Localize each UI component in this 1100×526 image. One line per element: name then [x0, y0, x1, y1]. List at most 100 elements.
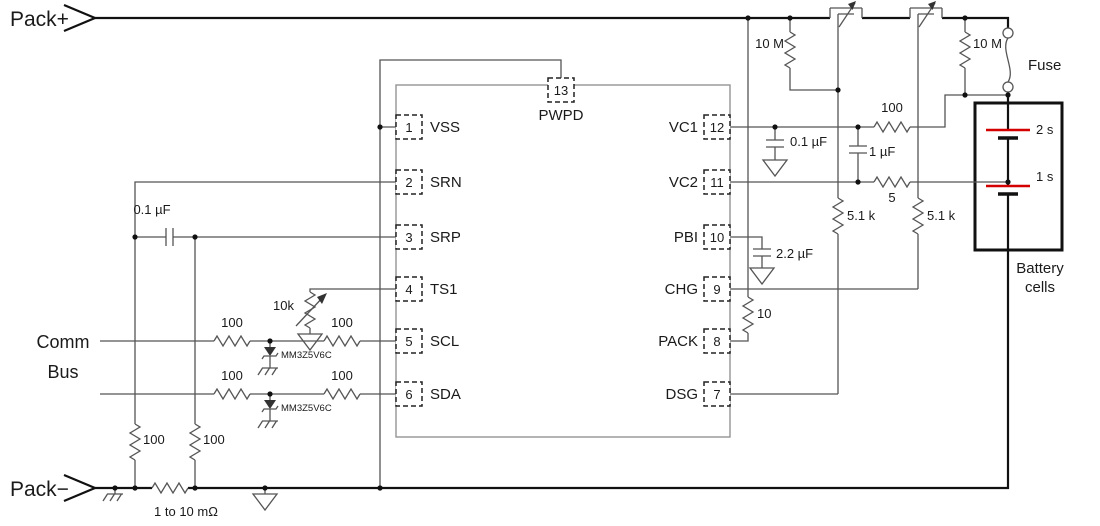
- pin-number: 13: [554, 83, 568, 98]
- wires: [100, 14, 1008, 488]
- sda-zener-ground-icon: [257, 414, 279, 429]
- pin-name: DSG: [665, 386, 698, 403]
- pin-name: TS1: [430, 281, 458, 298]
- wire-srp-net: [135, 236, 398, 488]
- scl-zener-ground-icon: [257, 361, 279, 376]
- vc1-r-value: 100: [881, 100, 903, 115]
- pin-name: PBI: [674, 229, 698, 246]
- pin-name: SRP: [430, 229, 461, 246]
- pin-1-vss: 1 VSS: [395, 114, 460, 140]
- battery-cells-box: [973, 101, 1064, 252]
- top-cell-label: 2 s: [1036, 122, 1054, 137]
- battery-cells-label-line2: cells: [1025, 279, 1055, 296]
- vc2-r-value: 5: [888, 190, 895, 205]
- pin-name: VC2: [669, 174, 698, 191]
- chg-gate-resistor: [912, 197, 924, 235]
- vc1-resistor: [873, 121, 911, 133]
- bottom-cell-label: 1 s: [1036, 169, 1054, 184]
- pin-number: 7: [713, 387, 720, 402]
- wire-srn-net: [134, 181, 398, 488]
- vc1-capacitor: [765, 139, 785, 148]
- pin-name: VC1: [669, 119, 698, 136]
- packminus-ground-icon: [102, 487, 124, 502]
- wire-ts1-net: [309, 288, 398, 292]
- pin-8-pack: 8 PACK: [658, 328, 731, 354]
- pin-number: 4: [405, 282, 412, 297]
- vc1-vc2-cap-value: 1 µF: [869, 144, 895, 159]
- bottom-rail-packminus: [92, 250, 1010, 490]
- packminus-terminal-chevron: [63, 473, 98, 503]
- pin-7-dsg: 7 DSG: [665, 381, 731, 407]
- sda-zener-value: MM3Z5V6C: [281, 403, 332, 414]
- pin-5-scl: 5 SCL: [395, 328, 459, 354]
- wire-vss-pwpd-net: [379, 59, 562, 488]
- pin-name: VSS: [430, 119, 460, 136]
- pin-13-pwpd: 13 PWPD: [539, 77, 584, 124]
- pin-12-vc1: 12 VC1: [669, 114, 731, 140]
- packplus-terminal-chevron: [63, 3, 98, 33]
- grounds: [102, 153, 788, 511]
- pin-number: 6: [405, 387, 412, 402]
- pin-6-sda: 6 SDA: [395, 381, 461, 407]
- sda-r1-value: 100: [221, 368, 243, 383]
- pin-9-chg: 9 CHG: [665, 276, 731, 302]
- scl-series-resistor-1: [213, 335, 251, 347]
- fuse-label: Fuse: [1028, 57, 1061, 74]
- battery-cells-label-line1: Battery: [1016, 260, 1064, 277]
- pin-name: SRN: [430, 174, 462, 191]
- battery-cells: [986, 128, 1030, 196]
- scl-zener-diode: [261, 340, 279, 363]
- left-bleed-r-value: 10 M: [755, 36, 784, 51]
- packminus-label: Pack−: [10, 478, 69, 501]
- pin-4-ts1: 4 TS1: [395, 276, 458, 302]
- srn-filter-r-value: 100: [143, 432, 165, 447]
- pack-resistor: [742, 296, 754, 334]
- pin-name: PWPD: [539, 107, 584, 124]
- junction-dots: [112, 15, 1011, 491]
- pbi-cap-value: 2.2 µF: [776, 246, 813, 261]
- sense-resistor-value: 1 to 10 mΩ: [154, 504, 218, 519]
- pin-number: 3: [405, 230, 412, 245]
- wire-left-bleed: [789, 18, 838, 91]
- sense-filter-capacitor: [165, 227, 174, 247]
- vc1-cap-ground-icon: [762, 153, 788, 177]
- srn-filter-resistor: [129, 423, 141, 461]
- chg-gate-r-value: 5.1 k: [927, 208, 956, 223]
- bottom-rail-ground-icon: [252, 487, 278, 511]
- pin-number: 10: [710, 230, 724, 245]
- pin-number: 9: [713, 282, 720, 297]
- pin-number: 1: [405, 120, 412, 135]
- vc1-vc2-capacitor: [848, 145, 868, 154]
- wire-pack-net: [730, 18, 749, 342]
- vc2-resistor: [873, 176, 911, 188]
- pin-10-pbi: 10 PBI: [674, 224, 731, 250]
- srp-filter-resistor: [189, 423, 201, 461]
- pin-number: 5: [405, 334, 412, 349]
- sda-series-resistor-1: [213, 388, 251, 400]
- pin-11-vc2: 11 VC2: [669, 169, 731, 195]
- packplus-label: Pack+: [10, 8, 69, 31]
- thermistor-arrow: [295, 293, 327, 327]
- sense-filter-cap-value: 0.1 µF: [133, 202, 170, 217]
- dsg-mosfet-icon: [829, 0, 863, 28]
- pbi-capacitor: [752, 248, 772, 257]
- chg-mosfet-icon: [909, 0, 943, 28]
- dsg-gate-resistor: [832, 197, 844, 235]
- vc1-cap-value: 0.1 µF: [790, 134, 827, 149]
- pin-3-srp: 3 SRP: [395, 224, 461, 250]
- pin-number: 11: [710, 175, 724, 190]
- scl-r2-value: 100: [331, 315, 353, 330]
- sense-resistor: [151, 482, 189, 494]
- right-bleed-r-value: 10 M: [973, 36, 1002, 51]
- left-bleed-resistor: [784, 31, 796, 69]
- pbi-cap-ground-icon: [749, 261, 775, 285]
- pin-number: 12: [710, 120, 724, 135]
- pin-name: PACK: [658, 333, 698, 350]
- right-bleed-resistor: [959, 31, 971, 69]
- top-rail-packplus: [92, 16, 1010, 250]
- thermistor-ground-icon: [297, 327, 323, 351]
- pin-2-srn: 2 SRN: [395, 169, 462, 195]
- pin-name: CHG: [665, 281, 698, 298]
- pin-number: 2: [405, 175, 412, 190]
